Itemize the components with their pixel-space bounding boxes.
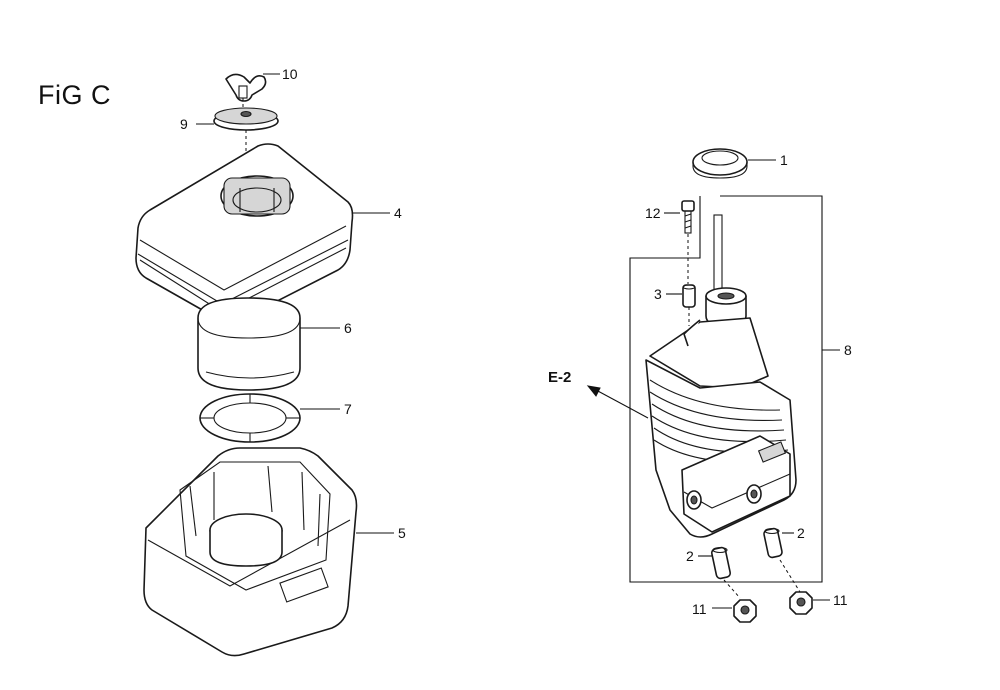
callout-11-right: 11 (833, 592, 848, 608)
callout-9: 9 (180, 116, 188, 132)
pin-part-2-right (763, 527, 783, 559)
element-grid-part (199, 393, 301, 443)
callout-7: 7 (344, 401, 352, 417)
callout-4: 4 (394, 205, 402, 221)
wing-nut-part (225, 73, 267, 102)
axis-line (779, 559, 801, 593)
air-filter-element-part (197, 297, 301, 391)
callout-6: 6 (344, 320, 352, 336)
air-cleaner-cover-part (135, 143, 354, 324)
bolt-part (681, 200, 695, 234)
air-cleaner-case-part (143, 447, 358, 657)
assembly-bracket-8 (629, 195, 823, 583)
callout-10: 10 (282, 66, 298, 82)
axis-line (723, 579, 741, 599)
reference-arrow-e2 (586, 385, 649, 419)
pin-part-3 (682, 284, 696, 308)
callout-e2: E-2 (548, 369, 571, 386)
callout-5: 5 (398, 525, 406, 541)
callout-8: 8 (844, 342, 852, 358)
callout-12: 12 (645, 205, 661, 221)
callout-11-left: 11 (692, 601, 707, 617)
callout-2-right: 2 (797, 525, 805, 541)
figure-title: FiG C (38, 80, 111, 110)
callout-3: 3 (654, 286, 662, 302)
nut-part-11-right (789, 591, 813, 615)
callout-2-left: 2 (686, 548, 694, 564)
gasket-ring-part (692, 148, 748, 179)
cover-washer-part (213, 107, 279, 131)
pin-part-2-left (710, 546, 732, 580)
callout-1: 1 (780, 152, 788, 168)
nut-part-11-left (733, 599, 757, 623)
muffler-body-part (645, 214, 797, 538)
